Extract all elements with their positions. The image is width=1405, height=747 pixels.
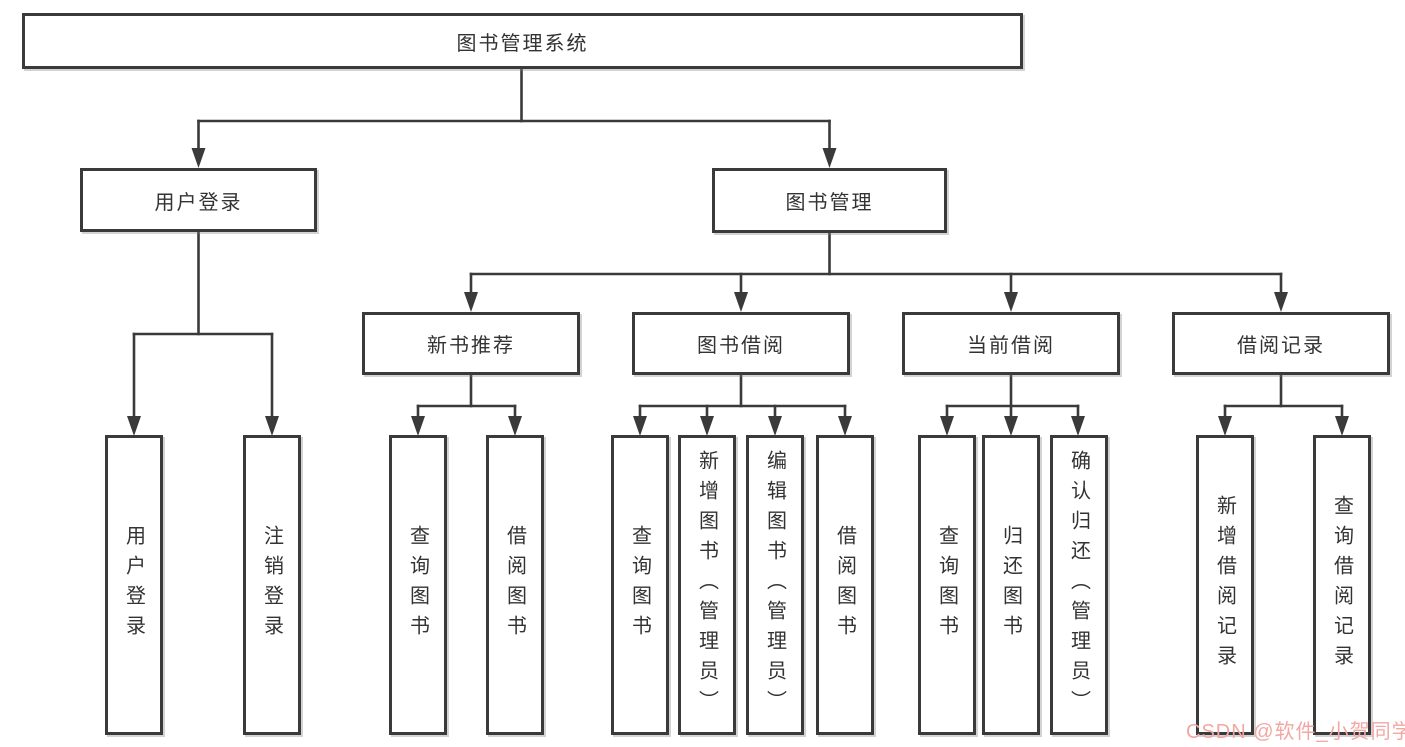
node-current-borrowing: 当前借阅	[902, 312, 1120, 375]
node-book-management: 图书管理	[712, 168, 947, 233]
leaf-add-book-admin: 新增图书（管理员）	[678, 435, 736, 735]
leaf-user-login: 用户登录	[105, 435, 163, 735]
node-new-book-recommendation: 新书推荐	[362, 312, 580, 375]
leaf-borrow-books-borrowing: 借阅图书	[816, 435, 874, 735]
node-borrowing-records: 借阅记录	[1172, 312, 1390, 375]
leaf-query-books-borrowing: 查询图书	[611, 435, 669, 735]
leaf-logout: 注销登录	[243, 435, 301, 735]
leaf-borrow-books-recommend: 借阅图书	[486, 435, 544, 735]
node-user-login-branch: 用户登录	[80, 168, 317, 232]
leaf-query-books-current: 查询图书	[918, 435, 976, 735]
leaf-add-borrow-record: 新增借阅记录	[1196, 435, 1254, 735]
node-library-management-system: 图书管理系统	[22, 13, 1023, 69]
leaf-query-borrow-record: 查询借阅记录	[1313, 435, 1371, 735]
watermark: CSDN @软件_小贺同学	[1186, 721, 1405, 743]
leaf-query-books-recommend: 查询图书	[389, 435, 447, 735]
leaf-edit-book-admin: 编辑图书（管理员）	[746, 435, 804, 735]
node-book-borrowing: 图书借阅	[632, 312, 850, 375]
leaf-return-books: 归还图书	[982, 435, 1040, 735]
leaf-confirm-return-admin: 确认归还（管理员）	[1050, 435, 1108, 735]
